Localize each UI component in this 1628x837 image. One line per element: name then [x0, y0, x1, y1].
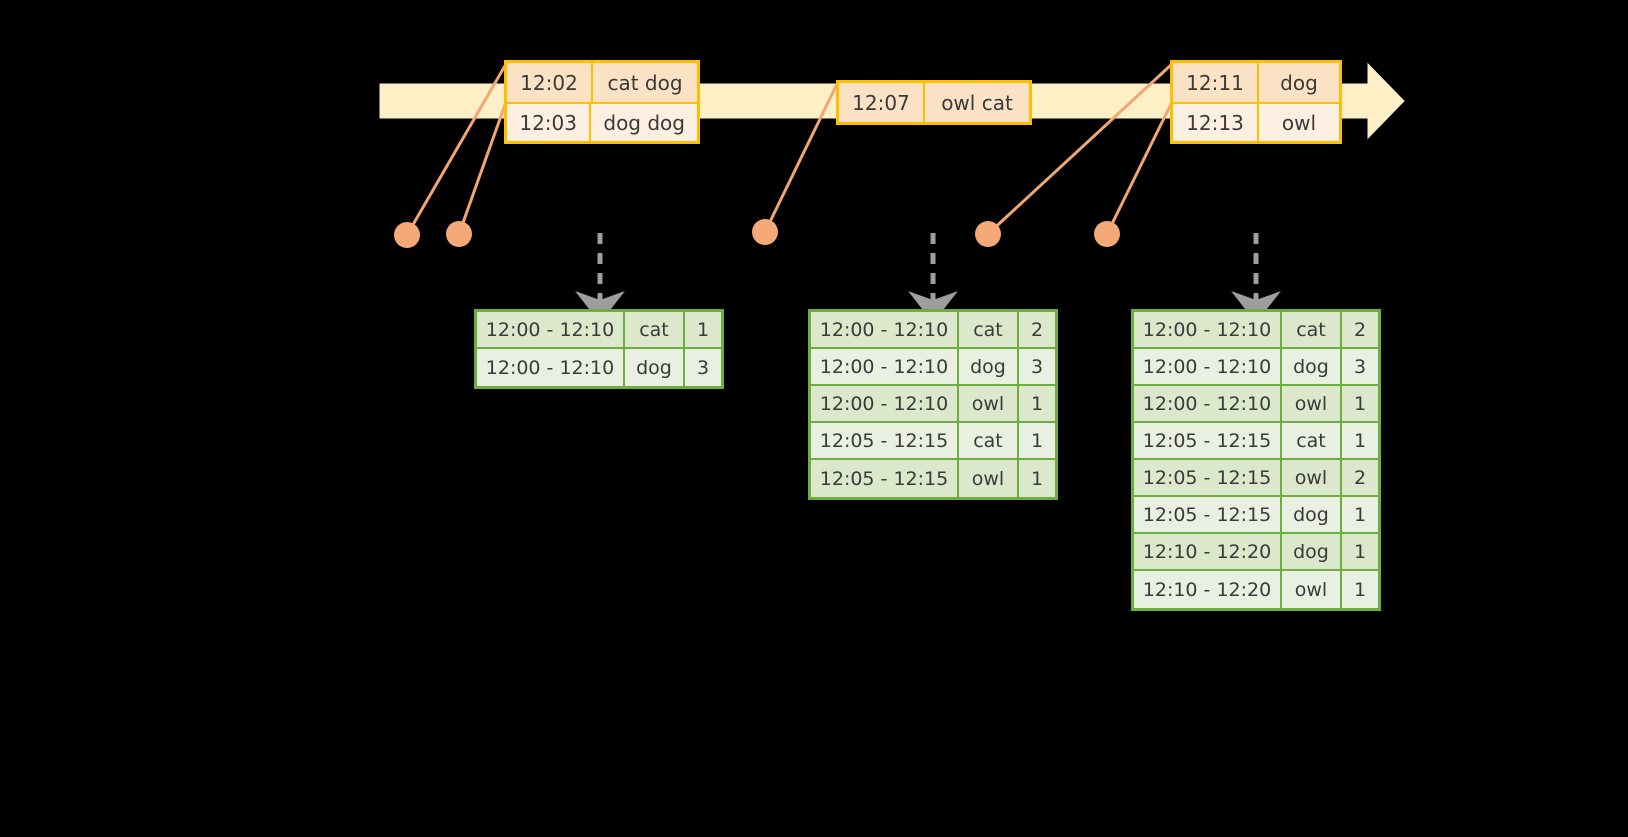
emit-arrows — [575, 233, 1281, 323]
event-time: 12:02 — [507, 63, 593, 102]
word-cell: cat — [959, 423, 1019, 458]
event-words: dog — [1280, 70, 1318, 95]
event-group-1: 12:02 cat dog 12:03 dog dog — [504, 60, 700, 144]
event-words: cat dog — [607, 70, 683, 95]
event-dot-2 — [446, 221, 472, 247]
window-cell: 12:00 - 12:10 — [1134, 349, 1282, 384]
window-cell: 12:05 - 12:15 — [811, 423, 959, 458]
word-cell: dog — [1282, 534, 1342, 569]
word-cell: cat — [959, 312, 1019, 347]
event-time: 12:11 — [1173, 63, 1259, 102]
event-words: owl — [1281, 110, 1317, 135]
window-cell: 12:05 - 12:15 — [811, 460, 959, 497]
count-cell: 3 — [685, 349, 721, 386]
word-cell: owl — [1282, 571, 1342, 608]
count-cell: 2 — [1342, 460, 1378, 495]
count-cell: 1 — [1342, 386, 1378, 421]
count-cell: 1 — [1342, 534, 1378, 569]
word-cell: cat — [1282, 423, 1342, 458]
word-cell: dog — [959, 349, 1019, 384]
connector-1 — [405, 63, 508, 236]
window-cell: 12:00 - 12:10 — [477, 312, 625, 347]
event-dots — [394, 219, 1120, 248]
event-row: 12:13 owl — [1173, 102, 1339, 141]
event-row: 12:03 dog dog — [507, 102, 697, 141]
word-cell: dog — [625, 349, 685, 386]
word-cell: owl — [959, 460, 1019, 497]
event-row: 12:11 dog — [1173, 63, 1339, 102]
event-time: 12:07 — [839, 83, 925, 122]
window-cell: 12:00 - 12:10 — [1134, 386, 1282, 421]
event-group-2: 12:07 owl cat — [836, 80, 1032, 125]
event-words: dog dog — [603, 110, 685, 135]
window-cell: 12:10 - 12:20 — [1134, 571, 1282, 608]
count-cell: 3 — [1342, 349, 1378, 384]
window-cell: 12:00 - 12:10 — [1134, 312, 1282, 347]
event-time: 12:03 — [507, 104, 592, 141]
window-cell: 12:05 - 12:15 — [1134, 423, 1282, 458]
count-cell: 3 — [1019, 349, 1055, 384]
window-cell: 12:10 - 12:20 — [1134, 534, 1282, 569]
word-cell: owl — [1282, 386, 1342, 421]
event-dot-5 — [1094, 221, 1120, 247]
event-row: 12:07 owl cat — [839, 83, 1029, 122]
count-cell: 1 — [1342, 423, 1378, 458]
word-cell: cat — [625, 312, 685, 347]
window-cell: 12:00 - 12:10 — [811, 386, 959, 421]
connector-2 — [457, 101, 508, 235]
word-cell: owl — [959, 386, 1019, 421]
word-cell: owl — [1282, 460, 1342, 495]
count-cell: 2 — [1342, 312, 1378, 347]
event-words: owl cat — [941, 90, 1013, 115]
count-cell: 1 — [1019, 460, 1055, 497]
count-cell: 2 — [1019, 312, 1055, 347]
event-row: 12:02 cat dog — [507, 63, 697, 102]
window-cell: 12:00 - 12:10 — [477, 349, 625, 386]
window-cell: 12:05 - 12:15 — [1134, 497, 1282, 532]
count-cell: 1 — [1019, 423, 1055, 458]
window-cell: 12:05 - 12:15 — [1134, 460, 1282, 495]
event-dot-4 — [975, 221, 1001, 247]
count-cell: 1 — [1342, 497, 1378, 532]
count-cell: 1 — [1342, 571, 1378, 608]
word-cell: dog — [1282, 497, 1342, 532]
word-cell: cat — [1282, 312, 1342, 347]
event-dot-1 — [394, 222, 420, 248]
event-time: 12:13 — [1173, 104, 1259, 141]
window-cell: 12:00 - 12:10 — [811, 312, 959, 347]
window-cell: 12:00 - 12:10 — [811, 349, 959, 384]
count-cell: 1 — [1019, 386, 1055, 421]
count-cell: 1 — [685, 312, 721, 347]
connector-5 — [1105, 101, 1174, 235]
word-cell: dog — [1282, 349, 1342, 384]
event-dot-3 — [752, 219, 778, 245]
connector-3 — [763, 81, 840, 233]
event-group-3: 12:11 dog 12:13 owl — [1170, 60, 1342, 144]
